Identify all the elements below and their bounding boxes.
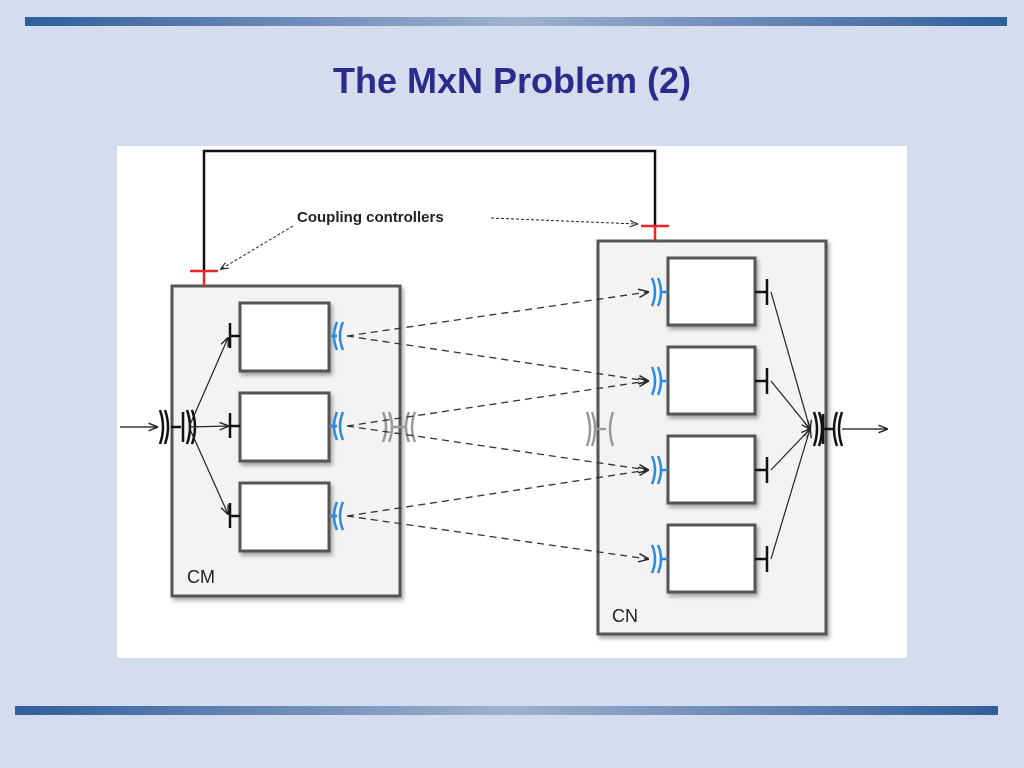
cn-fanin-arrows bbox=[770, 291, 810, 560]
faded-port-cn bbox=[585, 411, 615, 447]
annotation-arrow-right bbox=[490, 217, 637, 224]
cn-uses-ports bbox=[755, 279, 769, 572]
annotation-label: Coupling controllers bbox=[297, 209, 444, 226]
cm-uses-ports bbox=[228, 323, 240, 528]
cm-fanout-arrows bbox=[188, 338, 228, 514]
cn-process-box bbox=[666, 523, 757, 594]
cn-external-ports bbox=[812, 411, 887, 447]
cm-process-box bbox=[238, 391, 331, 463]
mxn-diagram: Coupling controllers bbox=[117, 146, 907, 658]
mxn-dashed-links bbox=[346, 292, 648, 559]
diagram-canvas: Coupling controllers bbox=[120, 149, 907, 636]
cn-process-box bbox=[666, 345, 757, 416]
cm-process-box bbox=[238, 301, 331, 373]
cn-provides-ports bbox=[650, 277, 668, 574]
cn-process-box bbox=[666, 434, 757, 505]
cm-process-box bbox=[238, 481, 331, 553]
bottom-divider bbox=[15, 706, 998, 715]
cn-process-box bbox=[666, 256, 757, 327]
component-cn-label: CN bbox=[612, 606, 638, 626]
slide-title: The MxN Problem (2) bbox=[332, 60, 692, 101]
cm-provides-ports bbox=[329, 321, 345, 531]
controller-link-line bbox=[202, 149, 657, 271]
cm-external-ports bbox=[120, 409, 197, 445]
component-cm-label: CM bbox=[187, 567, 215, 587]
annotation-arrow-left bbox=[221, 225, 294, 269]
faded-port-cm bbox=[381, 411, 417, 443]
coupling-controller-cn bbox=[641, 224, 669, 241]
top-divider bbox=[25, 17, 1007, 26]
coupling-controller-cm bbox=[190, 269, 218, 286]
